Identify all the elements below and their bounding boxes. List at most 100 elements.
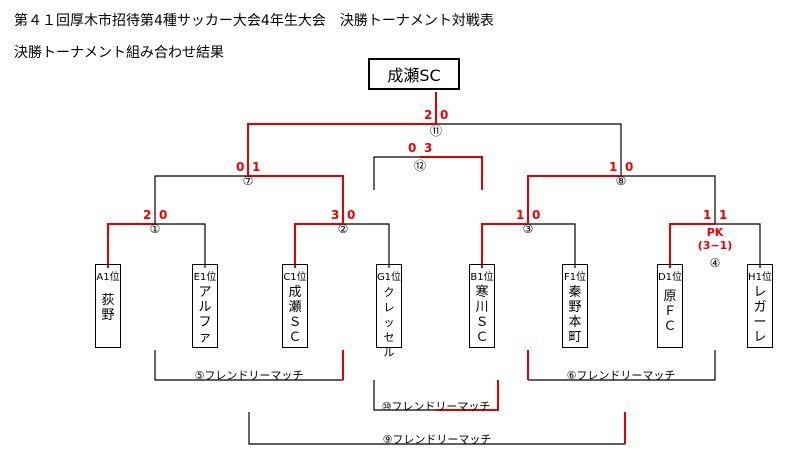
line-f9 [248, 412, 625, 445]
match-number-m4: ④ [709, 256, 721, 270]
team-box-naruse: 成 瀬 Ｓ Ｃ [282, 264, 308, 348]
line-m3-left [481, 223, 528, 268]
team-name-char: Ｃ [475, 330, 489, 345]
score-m3-left: 1 [516, 208, 525, 222]
score-m11-right: 0 [440, 108, 449, 122]
pk-result-m4: PK (3−1) [698, 226, 733, 252]
page-subtitle: 決勝トーナメント組み合わせ結果 [14, 45, 224, 61]
line-m3-right [528, 223, 576, 268]
line-f10-right [435, 380, 499, 411]
score-m12-left: 0 [408, 141, 417, 155]
score-m8-right: 0 [625, 160, 634, 174]
friendly-match-5: ⑤フレンドリーマッチ [194, 369, 304, 382]
team-seed: D1位 [657, 272, 683, 283]
team-name-char: Ｆ [663, 304, 677, 319]
friendly-match-9: ⑨フレンドリーマッチ [382, 433, 492, 446]
team-name-char: 瀬 [288, 300, 302, 315]
friendly-match-6: ⑥フレンドリーマッチ [566, 369, 676, 382]
team-name-char: 原 [663, 289, 677, 304]
score-m4-left: 1 [703, 208, 712, 222]
team-box-kressel: ク レ ッ セ ル [376, 264, 402, 359]
match-number-m1: ① [149, 222, 161, 236]
team-box-alpha: ア ル フ ァ [192, 264, 218, 348]
score-m11-left: 2 [424, 108, 433, 122]
line-m12-left [373, 156, 420, 190]
line-m4-left [669, 223, 715, 268]
score-m3-right: 0 [532, 208, 541, 222]
team-name-char: Ｃ [663, 319, 677, 334]
score-m7-left: 0 [236, 160, 245, 174]
team-name-char: 成 [288, 285, 302, 300]
match-number-m3: ③ [522, 222, 534, 236]
team-name-char: ア [198, 285, 212, 300]
line-m4-right [715, 223, 761, 268]
team-name-char: ガ [753, 300, 767, 315]
team-name-char: セ [383, 331, 395, 344]
score-m1-left: 2 [143, 208, 152, 222]
team-name-char: 荻 [101, 293, 115, 308]
team-name-char: ー [753, 315, 767, 330]
team-name-char: Ｓ [288, 315, 302, 330]
team-name-char: ァ [198, 330, 212, 345]
score-m4-right: 1 [719, 208, 728, 222]
team-box-samukawa: 寒 川 Ｓ Ｃ [469, 264, 495, 348]
team-seed: A1位 [96, 272, 120, 283]
team-seed: E1位 [193, 272, 217, 283]
line-m8-right [621, 175, 716, 224]
line-m1-left [107, 223, 155, 268]
team-name-char: 野 [568, 300, 582, 315]
line-m1-right [155, 223, 206, 268]
team-name-char: 町 [568, 330, 582, 345]
team-seed: H1位 [748, 272, 772, 283]
line-m11-right [436, 123, 622, 176]
score-m1-right: 0 [159, 208, 168, 222]
line-f10-left [373, 380, 435, 411]
line-m2-right [343, 223, 390, 268]
team-box-regale: レ ガ ー レ [747, 264, 773, 348]
team-name-char: 寒 [475, 285, 489, 300]
team-name-char: 本 [568, 315, 582, 330]
pk-label: PK [706, 226, 724, 239]
team-name-char: Ｃ [288, 330, 302, 345]
team-name-char: 秦 [568, 285, 582, 300]
page-title: 第４１回厚木市招待第4種サッカー大会4年生大会 決勝トーナメント対戦表 [14, 13, 494, 29]
champion-box: 成瀬SC [368, 58, 460, 90]
score-m7-right: 1 [252, 160, 261, 174]
match-number-m12: ⑫ [413, 159, 427, 173]
team-name-char: Ｓ [475, 315, 489, 330]
line-f6 [528, 350, 716, 381]
team-box-ogino: 荻 野 [95, 264, 121, 348]
pk-score: (3−1) [697, 239, 733, 252]
team-name-char: 川 [475, 300, 489, 315]
team-box-hara-fc: 原 Ｆ Ｃ [657, 264, 683, 348]
team-seed: F1位 [563, 272, 587, 283]
line-m12-right [420, 156, 483, 190]
team-name-char: ル [198, 300, 212, 315]
score-m12-right: 3 [424, 141, 433, 155]
friendly-match-10: ⑩フレンドリーマッチ [381, 400, 491, 413]
match-number-m8: ⑧ [615, 174, 627, 188]
line-m7-right [248, 175, 344, 224]
line-m11-left [247, 123, 436, 176]
score-m2-right: 0 [347, 208, 356, 222]
team-seed: C1位 [283, 272, 307, 283]
line-f5 [154, 350, 343, 381]
line-m7-left [154, 175, 248, 224]
score-m2-left: 3 [331, 208, 340, 222]
team-seed: B1位 [470, 272, 494, 283]
team-name-char: レ [753, 330, 767, 345]
team-name-char: ク [383, 286, 395, 299]
line-m8-left [527, 175, 621, 224]
team-box-hadano-honcho: 秦 野 本 町 [562, 264, 588, 348]
team-name-char: ッ [383, 316, 395, 329]
team-name-char: 野 [101, 308, 115, 323]
match-number-m2: ② [337, 222, 349, 236]
team-name-char: フ [198, 315, 212, 330]
match-number-m11: ⑪ [429, 124, 443, 138]
score-m8-left: 1 [609, 160, 618, 174]
team-name-char: レ [753, 285, 767, 300]
team-name-char: レ [383, 301, 395, 314]
team-seed: G1位 [376, 272, 402, 283]
line-m2-left [294, 223, 343, 268]
